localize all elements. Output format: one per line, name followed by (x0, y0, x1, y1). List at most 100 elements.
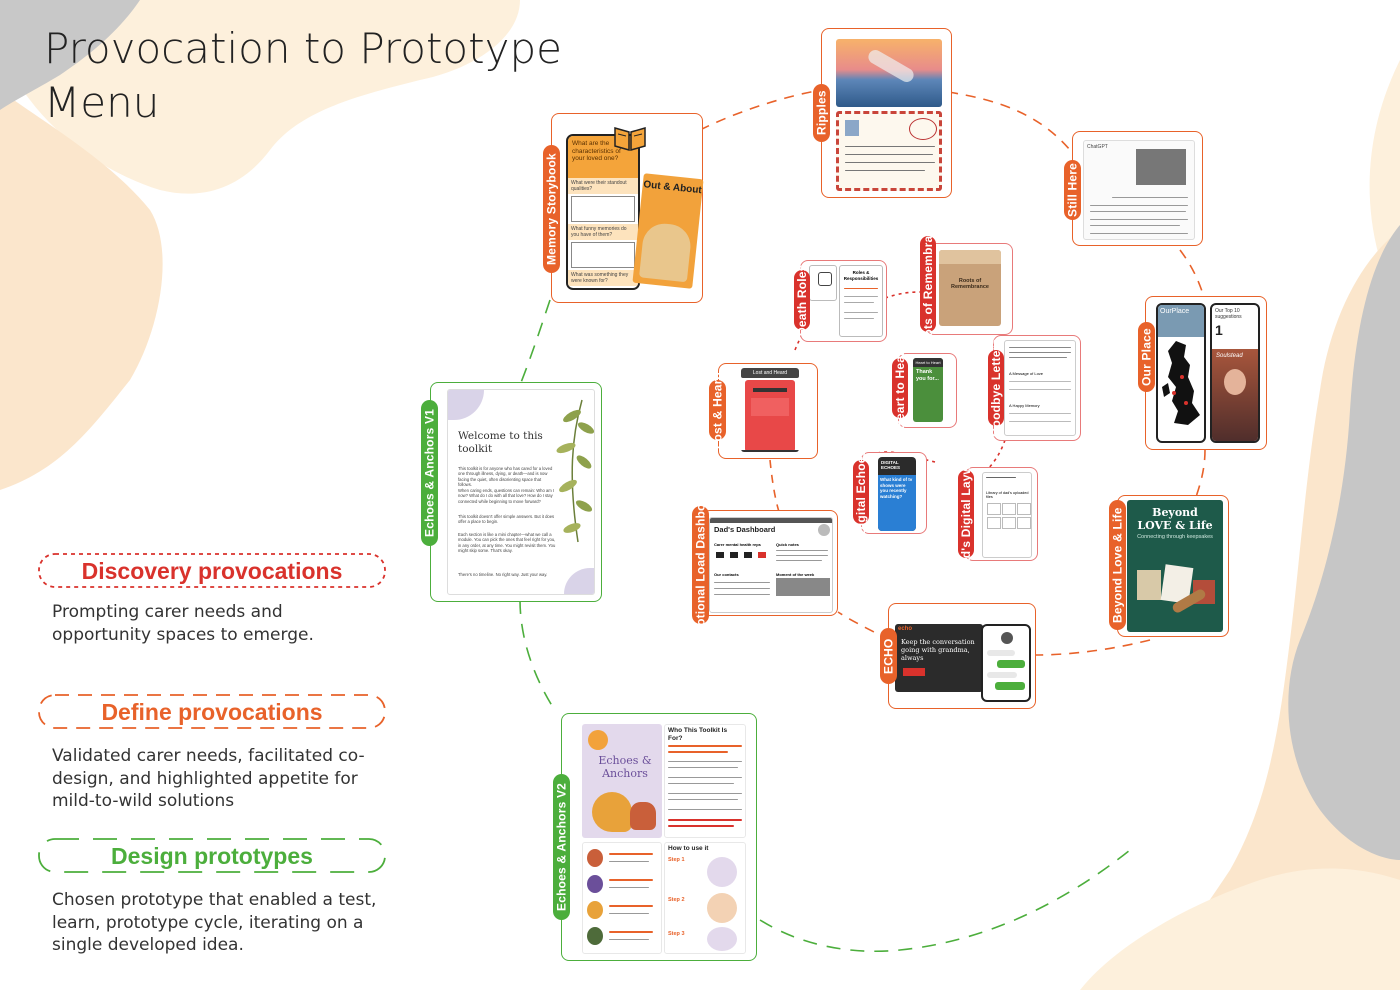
digital-lawyer-tag: Dad's Digital Laywer (958, 453, 974, 575)
book-icon (614, 127, 646, 151)
storybook-question-3: What funny memories do you have of them? (568, 224, 638, 240)
echo-website: echo Keep the conversation going with gr… (895, 624, 983, 692)
dashboard-heading: Dad's Dashboard (714, 525, 776, 534)
emotional-load-dashboard-tag: Emotional Load Dashboard (692, 484, 709, 646)
echoes-v2-howto-page: How to use it Step 1 Step 2 Step 3 (664, 842, 746, 954)
echoes-anchors-v2-tag: Echoes & Anchors V2 (553, 774, 570, 920)
avatar (818, 524, 830, 536)
echo-tag: ECHO (880, 628, 897, 684)
remembrance-box: Roots of Remembrance (939, 250, 1001, 326)
echoes-v2-modules-page (582, 842, 662, 954)
design-path (519, 299, 1131, 953)
heart-to-heart-card-text: Thank you for... (916, 369, 939, 382)
ripples-tag: Ripples (813, 84, 830, 142)
still-here-card[interactable]: ChatGPT (1072, 131, 1203, 246)
our-place-tag: Our Place (1138, 322, 1155, 392)
goodbye-letter-sheet: A Message of Love A Happy Memory (1004, 340, 1076, 436)
beyond-heading-1: Beyond (1152, 506, 1198, 519)
beyond-cover: Beyond LOVE & Life Connecting through ke… (1127, 500, 1223, 632)
digital-echoes-card[interactable]: DIGITAL ECHOES What kind of tv shows wer… (861, 452, 927, 534)
goodbye-item-1: A Message of Love (1009, 371, 1044, 376)
echo-brand: echo (898, 626, 913, 632)
echoes-v1-heading: Welcome to this toolkit (458, 430, 543, 455)
storybook-phone: What are the characteristics of your lov… (566, 134, 640, 290)
echoes-v2-step-3: Step 3 (668, 931, 685, 937)
postbox-illustration: Lost and Heard (741, 368, 799, 452)
digital-echoes-phone: DIGITAL ECHOES What kind of tv shows wer… (878, 457, 916, 531)
echoes-v1-para-3: This toolkit doesn't offer simple answer… (458, 514, 555, 525)
storybook-question-4: What was something they were known for? (568, 270, 638, 286)
emotional-load-dashboard-card[interactable]: Dad's Dashboard Carer mental health reps… (702, 510, 838, 616)
echoes-v1-para-2: When caring ends, questions can remain: … (458, 488, 555, 504)
heart-to-heart-deck: Heart to Heart Thank you for... (913, 358, 943, 422)
goodbye-letters-tag: Goodbye Letters (988, 338, 1004, 438)
dashboard-section-1: Carer mental health reps (714, 542, 761, 547)
uk-map-icon (1162, 341, 1200, 425)
beyond-tagline: Connecting through keepsakes (1137, 534, 1213, 540)
avatar (1001, 632, 1013, 644)
death-roles-card[interactable]: Roles & Responsibilities (800, 260, 887, 342)
digital-lawyer-list-title: Library of dad's uploaded files (986, 491, 1029, 499)
blob-cream-top-left (0, 0, 520, 194)
our-place-map-phone: OurPlace (1156, 303, 1206, 443)
echoes-v1-para-1: This toolkit is for anyone who has cared… (458, 466, 553, 488)
echoes-anchors-v2-card[interactable]: Echoes & Anchors Who This Toolkit Is For… (561, 713, 757, 961)
define-connector-path (769, 459, 781, 516)
roots-of-remembrance-card[interactable]: Roots of Remembrance (926, 243, 1013, 335)
discovery-legend-description: Prompting carer needs and opportunity sp… (52, 602, 314, 645)
our-place-card[interactable]: OurPlace Our Top 10 suggestions 1 Soulst… (1145, 296, 1267, 450)
echoes-v2-heading-1: Who This Toolkit Is For? (668, 727, 728, 742)
still-here-screen: ChatGPT (1083, 140, 1195, 240)
echo-headline: Keep the conversation going with grandma… (901, 638, 975, 662)
dashboard-section-3: Our contacts (714, 572, 739, 577)
our-place-suggestions-title: Our Top 10 suggestions (1215, 308, 1242, 320)
lost-heard-card[interactable]: Lost and Heard (718, 363, 818, 459)
ripples-card[interactable] (821, 28, 952, 198)
remembrance-box-label: Roots of Remembrance (951, 278, 989, 290)
ripples-bottle-image (836, 39, 942, 107)
echoes-anchors-v1-tag: Echoes & Anchors V1 (421, 400, 438, 546)
echoes-v2-cover-title: Echoes & Anchors (598, 754, 652, 780)
dashboard-photo (776, 578, 830, 596)
digital-echoes-question: What kind of tv shows were you recently … (878, 475, 916, 531)
beyond-love-life-tag: Beyond Love & Life (1109, 500, 1126, 630)
beyond-love-life-card[interactable]: Beyond LOVE & Life Connecting through ke… (1117, 495, 1229, 637)
memory-storybook-card[interactable]: What are the characteristics of your lov… (551, 113, 704, 303)
echoes-v2-step-2: Step 2 (668, 897, 685, 903)
discovery-loop-path (794, 291, 1006, 506)
leaf-branch-icon (556, 399, 594, 543)
goodbye-letters-card[interactable]: A Message of Love A Happy Memory (993, 335, 1081, 441)
echoes-v1-page: Welcome to this toolkit This toolkit is … (447, 389, 595, 595)
lost-heard-tag: Lost & Heard (709, 371, 726, 449)
dashboard-section-2: Quick notes (776, 542, 799, 547)
storybook-question-1: What are the characteristics of your lov… (568, 136, 638, 178)
heart-to-heart-tag: Heart to Heart (892, 346, 908, 430)
echo-card[interactable]: echo Keep the conversation going with gr… (888, 603, 1036, 709)
death-roles-tag: Death Roles (794, 264, 810, 336)
still-here-tag: Still Here (1064, 160, 1081, 220)
digital-echoes-tag: Digital Echoes (853, 449, 869, 535)
discovery-legend-outline (38, 553, 386, 588)
beyond-heading-2: LOVE & Life (1137, 519, 1213, 532)
blob-peach-top-left (0, 90, 163, 490)
blob-grey-top-left (0, 0, 140, 110)
still-here-app-name: ChatGPT (1087, 144, 1108, 150)
discovery-legend-label: Discovery provocations (81, 557, 343, 584)
memory-storybook-tag: Memory Storybook (543, 145, 560, 273)
storybook-book-title: Out & About (642, 179, 703, 197)
roots-of-remembrance-tag: Roots of Remembrance (920, 214, 936, 354)
blob-grey-right (1288, 225, 1400, 860)
dashboard-section-4: Moment of the week (776, 572, 815, 577)
echoes-anchors-v1-card[interactable]: Welcome to this toolkit This toolkit is … (430, 382, 602, 602)
digital-lawyer-card[interactable]: Library of dad's uploaded files (965, 467, 1038, 561)
still-here-photo (1136, 149, 1186, 185)
goodbye-item-2: A Happy Memory (1009, 403, 1040, 408)
echoes-v1-para-5: There's no timeline. No right way. Just … (458, 572, 548, 577)
design-legend-label: Design prototypes (111, 842, 313, 869)
digital-lawyer-screen: Library of dad's uploaded files (982, 472, 1032, 558)
death-roles-heading: Roles & Responsibilities (843, 270, 879, 281)
death-roles-sheet: Roles & Responsibilities (839, 265, 883, 337)
digital-echoes-heading: DIGITAL ECHOES (881, 460, 901, 470)
death-roles-icon-card (809, 265, 837, 301)
